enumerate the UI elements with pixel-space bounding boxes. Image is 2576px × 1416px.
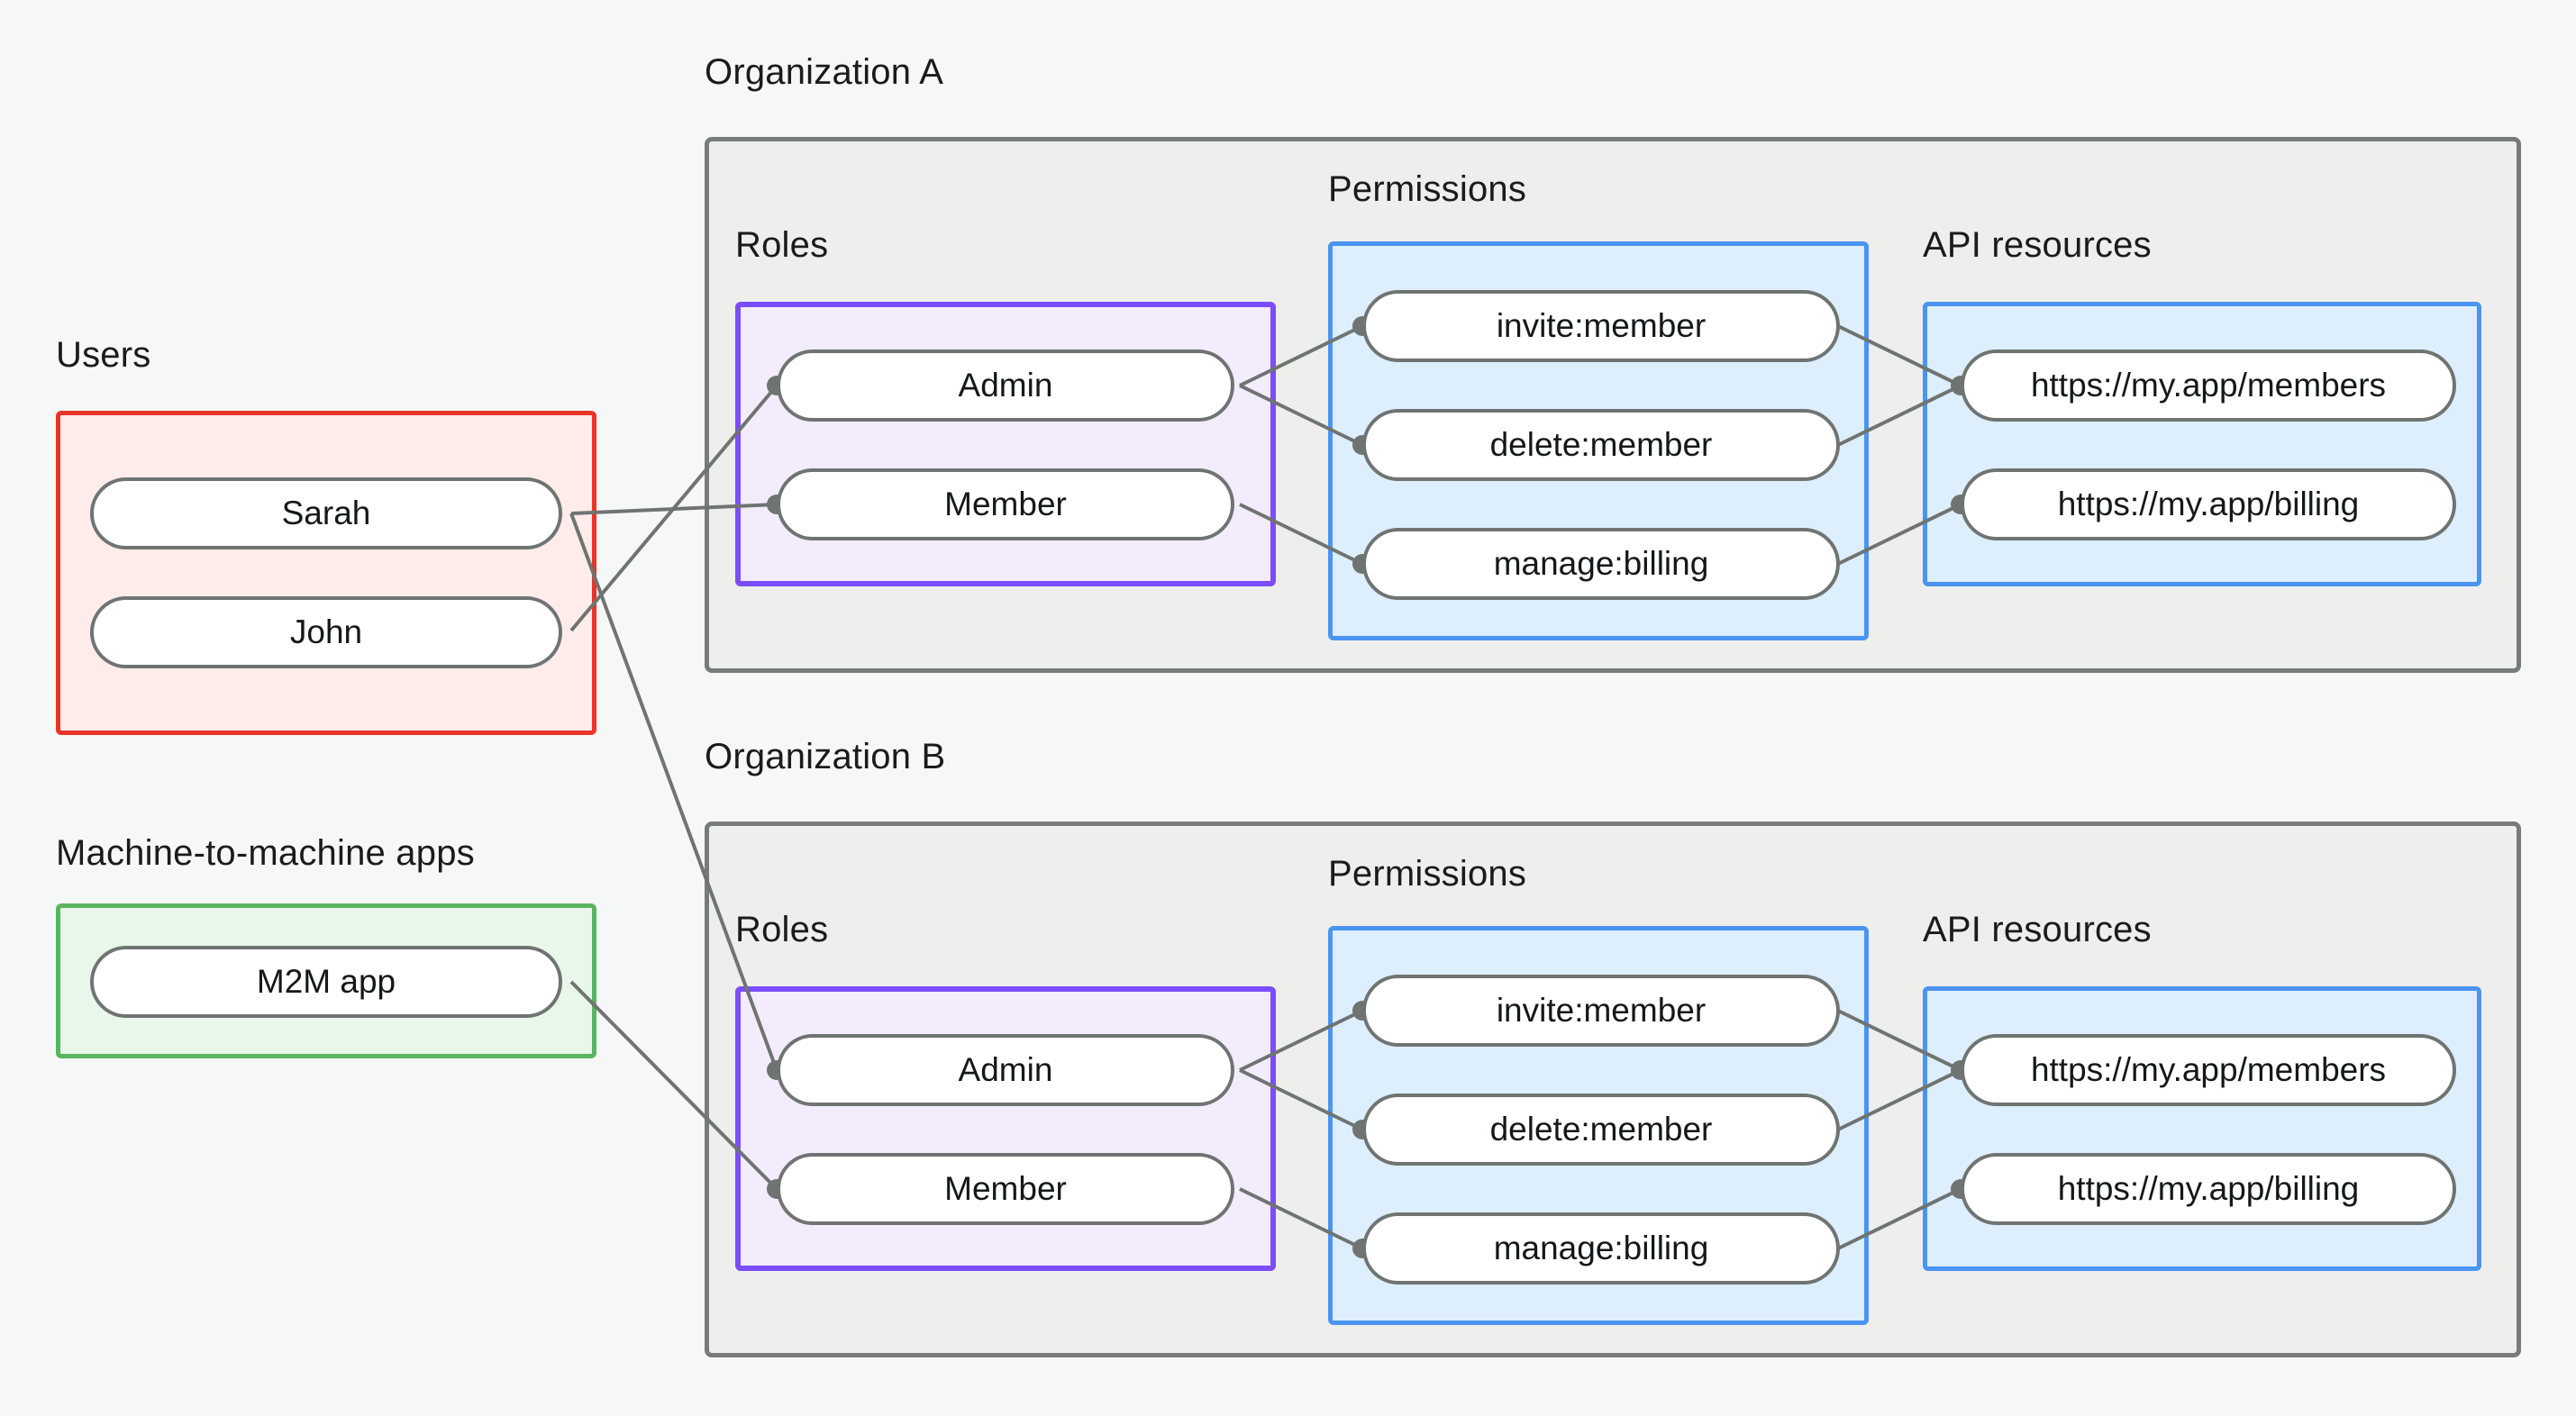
m2m-app[interactable]: M2M app	[90, 946, 562, 1018]
org-a-api-resource-billing[interactable]: https://my.app/billing	[1961, 468, 2456, 540]
org-a-title: Organization A	[705, 52, 944, 92]
org-b-api-resource-billing[interactable]: https://my.app/billing	[1961, 1153, 2456, 1225]
users-title: Users	[56, 335, 151, 375]
org-a-role-member[interactable]: Member	[777, 468, 1234, 540]
user-john[interactable]: John	[90, 596, 562, 668]
org-b-permission-delete-member[interactable]: delete:member	[1362, 1094, 1840, 1166]
org-b-roles-box	[735, 986, 1276, 1271]
org-a-roles-label: Roles	[735, 225, 829, 265]
org-b-permission-manage-billing[interactable]: manage:billing	[1362, 1212, 1840, 1284]
user-sarah[interactable]: Sarah	[90, 477, 562, 549]
org-b-title: Organization B	[705, 737, 946, 776]
org-a-permissions-label: Permissions	[1328, 169, 1527, 209]
org-b-roles-label: Roles	[735, 910, 829, 949]
org-b-role-admin[interactable]: Admin	[777, 1034, 1234, 1106]
org-a-api-resource-members[interactable]: https://my.app/members	[1961, 349, 2456, 422]
m2m-title: Machine-to-machine apps	[56, 833, 475, 873]
org-a-permission-invite-member[interactable]: invite:member	[1362, 290, 1840, 362]
org-b-permissions-label: Permissions	[1328, 854, 1527, 894]
org-b-api-resources-label: API resources	[1923, 910, 2152, 949]
org-b-permission-invite-member[interactable]: invite:member	[1362, 975, 1840, 1047]
org-a-api-resources-label: API resources	[1923, 225, 2152, 265]
org-a-roles-box	[735, 302, 1276, 586]
org-a-api-resources-box	[1923, 302, 2481, 586]
org-b-api-resources-box	[1923, 986, 2481, 1271]
org-b-role-member[interactable]: Member	[777, 1153, 1234, 1225]
org-b-api-resource-members[interactable]: https://my.app/members	[1961, 1034, 2456, 1106]
org-a-permission-manage-billing[interactable]: manage:billing	[1362, 528, 1840, 600]
users-box	[56, 411, 596, 735]
org-a-role-admin[interactable]: Admin	[777, 349, 1234, 422]
org-a-permission-delete-member[interactable]: delete:member	[1362, 409, 1840, 481]
